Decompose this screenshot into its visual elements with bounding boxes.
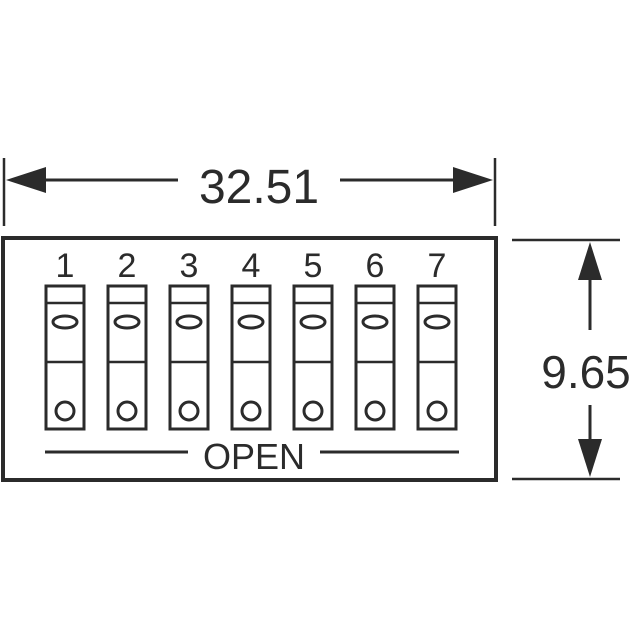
switch-terminal-hole <box>178 400 200 422</box>
switch-slot <box>44 284 86 431</box>
height-arrow-top <box>578 242 602 280</box>
switch-actuator <box>299 314 327 330</box>
width-dimension <box>2 158 497 226</box>
dip-switch <box>168 284 210 431</box>
width-arrow-left <box>6 167 46 193</box>
width-arrow-right <box>453 167 493 193</box>
switch-number: 3 <box>180 247 199 285</box>
height-label: 9.65 <box>541 346 631 398</box>
switch-terminal-hole <box>54 400 76 422</box>
switch-slot <box>230 284 272 431</box>
switch-terminal-hole <box>364 400 386 422</box>
switch-actuator <box>237 314 265 330</box>
dip-switch <box>44 284 86 431</box>
height-arrow-bottom <box>578 439 602 477</box>
switch-number: 1 <box>56 247 75 285</box>
switch-number: 5 <box>304 247 323 285</box>
switch-actuator <box>175 314 203 330</box>
switch-numbers: 1 2 3 4 5 6 7 <box>56 247 447 285</box>
switch-number: 2 <box>118 247 137 285</box>
switch-terminal-hole <box>116 400 138 422</box>
dip-switch <box>230 284 272 431</box>
dip-switch <box>106 284 148 431</box>
switch-actuator <box>423 314 451 330</box>
switch-slot <box>292 284 334 431</box>
switch-slot <box>106 284 148 431</box>
switch-number: 7 <box>428 247 447 285</box>
switch-actuator <box>51 314 79 330</box>
width-label: 32.51 <box>199 161 319 214</box>
switch-actuator <box>113 314 141 330</box>
switch-number: 6 <box>366 247 385 285</box>
switch-actuator <box>361 314 389 330</box>
switch-number: 4 <box>242 247 261 285</box>
package-body <box>1 236 498 482</box>
dip-switch <box>416 284 458 431</box>
switch-terminal-hole <box>426 400 448 422</box>
switch-array <box>44 284 458 431</box>
height-dimension <box>512 238 620 481</box>
switch-terminal-hole <box>240 400 262 422</box>
switch-slot <box>416 284 458 431</box>
switch-slot <box>168 284 210 431</box>
dip-switch <box>292 284 334 431</box>
switch-terminal-hole <box>302 400 324 422</box>
open-label: OPEN <box>203 436 305 477</box>
dip-switch <box>354 284 396 431</box>
switch-slot <box>354 284 396 431</box>
